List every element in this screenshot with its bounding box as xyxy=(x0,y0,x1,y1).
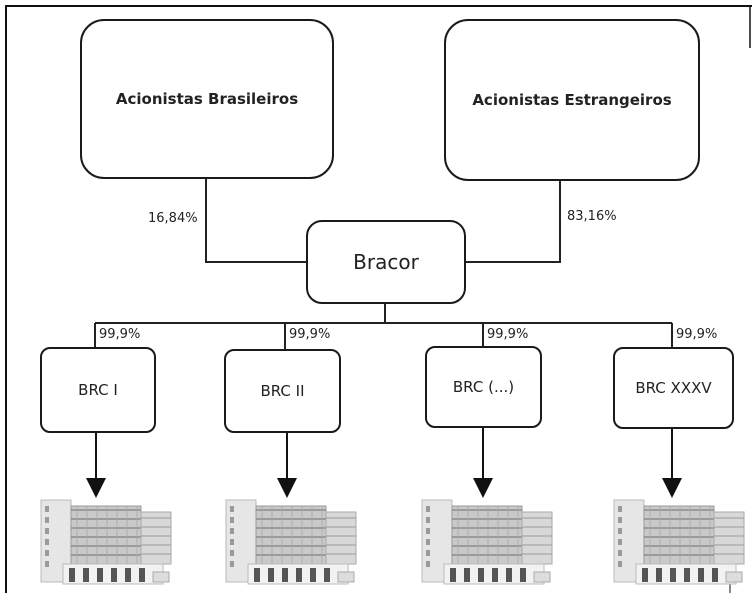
bracor-label: Bracor xyxy=(353,250,419,274)
brazilian-shareholders-box: Acionistas Brasileiros xyxy=(80,19,334,179)
office-building-icon xyxy=(225,499,357,585)
brc-2-box: BRC II xyxy=(224,349,341,433)
brc-4-label: BRC XXXV xyxy=(635,379,712,397)
brc-2-pct: 99,9% xyxy=(289,327,331,342)
connector-brazilian-to-bracor xyxy=(205,178,306,263)
office-building-icon xyxy=(421,499,553,585)
brc-1-label: BRC I xyxy=(78,381,118,399)
bracor-box: Bracor xyxy=(306,220,466,304)
brazilian-ownership-pct: 16,84% xyxy=(148,211,198,226)
connector-foreign-to-bracor xyxy=(465,180,561,263)
office-building-icon xyxy=(40,499,172,585)
brc-3-pct: 99,9% xyxy=(487,327,529,342)
brc-4-pct: 99,9% xyxy=(676,327,718,342)
brc-4-box: BRC XXXV xyxy=(613,347,734,429)
brazilian-shareholders-label: Acionistas Brasileiros xyxy=(115,90,299,108)
foreign-shareholders-label: Acionistas Estrangeiros xyxy=(472,91,672,109)
brc-1-pct: 99,9% xyxy=(99,327,141,342)
brc-1-box: BRC I xyxy=(40,347,156,433)
foreign-shareholders-box: Acionistas Estrangeiros xyxy=(444,19,700,181)
brc-3-box: BRC (...) xyxy=(425,346,542,428)
office-building-icon xyxy=(613,499,745,585)
brc-2-label: BRC II xyxy=(260,382,305,400)
brc-3-label: BRC (...) xyxy=(452,378,515,396)
foreign-ownership-pct: 83,16% xyxy=(567,209,617,224)
